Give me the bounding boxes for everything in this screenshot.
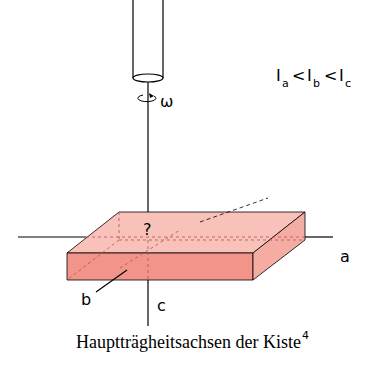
less-than: < [292, 68, 305, 84]
inertia-index: b [313, 78, 320, 89]
inertia-symbol: I [339, 68, 344, 84]
inertia-index: c [345, 78, 351, 89]
less-than: < [324, 68, 337, 84]
footnote-number: 4 [302, 330, 309, 341]
axis-label: a [340, 249, 350, 265]
omega-label: ω [160, 94, 173, 110]
question-mark: ? [143, 222, 152, 238]
caption: Hauptträgheitsachsen der Kiste [76, 333, 301, 351]
inertia-symbol: I [307, 68, 312, 84]
inertia-index: a [282, 78, 289, 89]
inertia-symbol: I [276, 68, 281, 84]
axis-label: c [157, 298, 166, 314]
axis-label: b [81, 292, 91, 308]
